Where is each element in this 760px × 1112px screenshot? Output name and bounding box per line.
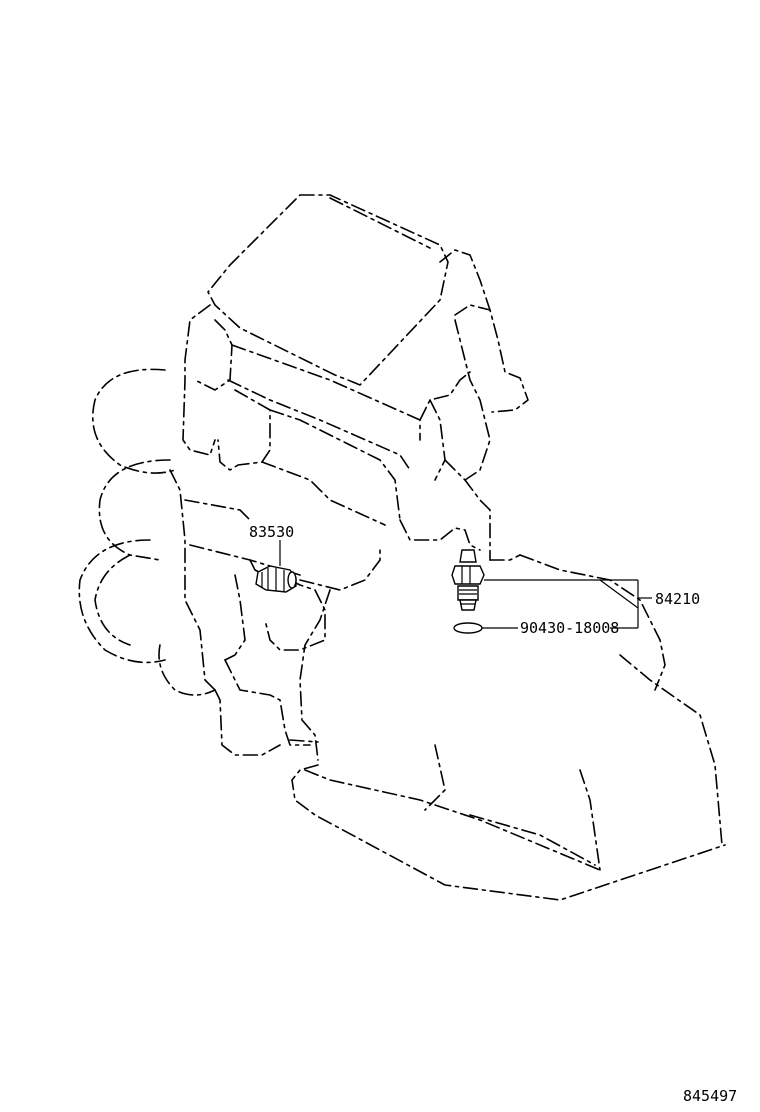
diagram-id: 845497 [683,1087,737,1105]
label-90430-18008: 90430-18008 [520,619,619,637]
engine-outline [78,194,726,901]
leader-lines [482,579,652,629]
oil-temperature-sensor[interactable] [451,549,485,611]
oil-pressure-switch[interactable] [255,540,297,593]
label-84210: 84210 [655,590,700,608]
gasket-ring[interactable] [453,622,483,634]
label-83530: 83530 [249,523,294,541]
